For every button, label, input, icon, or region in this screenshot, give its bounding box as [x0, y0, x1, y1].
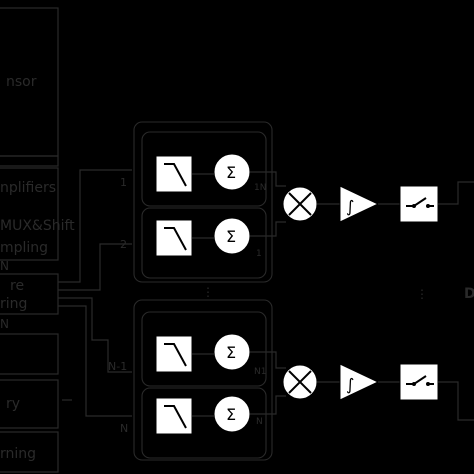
channeln-frame	[141, 387, 267, 459]
mux-shift-label: MUX&Shift	[0, 218, 75, 234]
amplifiers-label: nplifiers	[0, 180, 56, 196]
out-1-label: 1	[256, 249, 262, 259]
integrator-upper: ∫	[339, 185, 380, 223]
right-dots: ⋮	[416, 287, 428, 301]
sensor-label: nsor	[6, 74, 37, 90]
feature-label: re	[10, 278, 24, 294]
lowpass-icon	[164, 405, 187, 429]
sampling-label: mpling	[0, 240, 48, 256]
out-n1n-label: N1	[254, 367, 266, 377]
sum-icon: Σ	[226, 343, 236, 362]
integral-icon: ∫	[346, 375, 354, 394]
wire-sw1-out	[438, 181, 474, 205]
multiply-icon	[288, 192, 312, 216]
channel1-frame	[141, 131, 267, 207]
sum-icon: Σ	[226, 405, 236, 424]
sum-chn1: Σ	[213, 333, 251, 371]
filter-ch1	[155, 155, 193, 193]
filter-chn	[155, 397, 193, 435]
integrator-lower: ∫	[339, 363, 380, 401]
wire-chn	[58, 305, 132, 417]
wire-s1-m1	[250, 171, 286, 187]
lowpass-icon	[164, 343, 187, 367]
chn-label: N	[120, 422, 128, 435]
ch1-label: 1	[120, 176, 127, 189]
memory-label: ry	[6, 396, 20, 412]
sum-icon: Σ	[226, 227, 236, 246]
memory-block	[0, 379, 59, 429]
wire-ch2	[58, 243, 132, 291]
multiplier-upper	[282, 186, 318, 222]
empty-block	[0, 333, 59, 375]
out-n-label: N	[256, 417, 263, 427]
wire-ch1	[58, 169, 132, 283]
n-bottom-label: N	[0, 317, 9, 331]
filter-ch2	[155, 219, 193, 257]
multiplier-lower	[282, 364, 318, 400]
multiply-icon	[288, 370, 312, 394]
upper-group-frame	[133, 121, 273, 283]
integral-icon: ∫	[346, 197, 354, 216]
out-1n-label: 1N	[254, 183, 266, 193]
feature-block	[0, 273, 59, 315]
channel2-frame	[141, 207, 267, 279]
lowpass-icon	[164, 163, 187, 187]
learning-block	[0, 431, 59, 473]
sum-ch1: Σ	[213, 153, 251, 191]
amplifier-block	[0, 167, 59, 261]
wire-s2-m1	[250, 221, 286, 237]
switch-lower	[399, 363, 439, 401]
chn1-label: N-1	[108, 360, 127, 373]
n-top-label: N	[0, 259, 9, 273]
lower-group-frame	[133, 299, 273, 461]
sum-icon: Σ	[226, 163, 236, 182]
ch2-label: 2	[120, 238, 127, 251]
filter-chn1	[155, 335, 193, 373]
wire-s3-m2	[250, 351, 286, 369]
wire-sw2-out	[438, 381, 474, 421]
mid-dots: ⋮	[202, 285, 214, 299]
wire-chn1	[58, 297, 132, 373]
channeln1-frame	[141, 311, 267, 387]
lowpass-icon	[164, 227, 187, 251]
sum-ch2: Σ	[213, 217, 251, 255]
switch-upper	[399, 185, 439, 223]
sum-chn: Σ	[213, 395, 251, 433]
output-label: D	[464, 286, 474, 302]
filtering-label: ring	[0, 296, 27, 312]
learning-label: rning	[0, 446, 36, 462]
sensor-pins	[0, 155, 59, 167]
wire-s4-m2	[250, 395, 286, 415]
